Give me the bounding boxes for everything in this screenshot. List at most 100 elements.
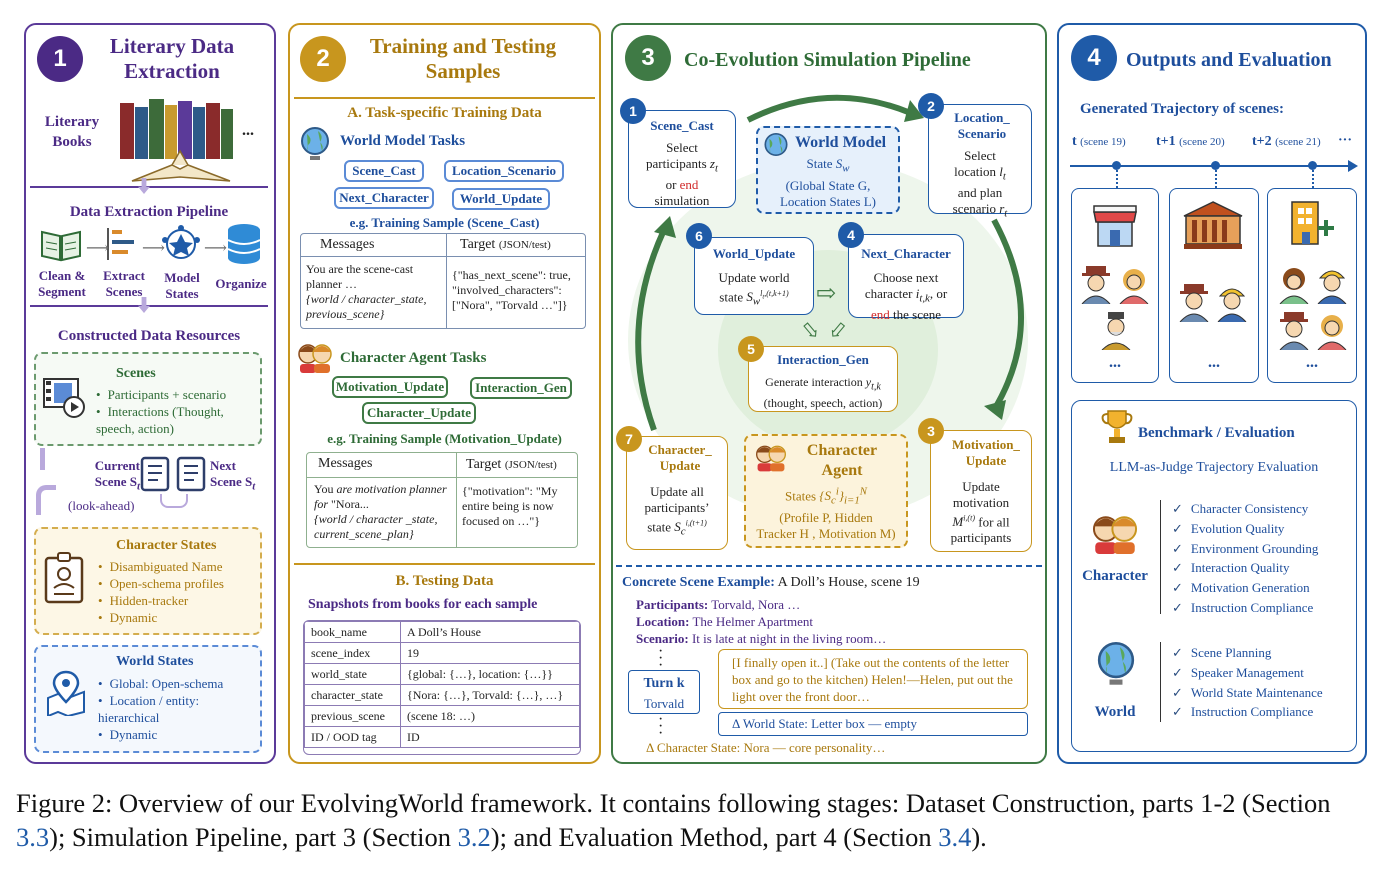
globe-icon <box>764 133 788 157</box>
step-3-line: Update <box>962 479 1000 494</box>
step-1-title: Scene_Cast <box>650 118 714 133</box>
sample-2-message-c: "Nora... <box>328 497 369 511</box>
character-eval-item: Interaction Quality <box>1172 558 1318 578</box>
step-organize: Organize <box>215 276 267 291</box>
step-1-line: simulation <box>654 192 710 208</box>
step-4-line-2: character it,k, or <box>864 286 948 305</box>
sample-1-target: {"has_next_scene": true, "involved_chara… <box>452 268 571 312</box>
trophy-icon <box>1101 410 1133 443</box>
arrow-right-icon: ⇨ <box>816 281 837 307</box>
scene-card-ellipsis: ... <box>1208 354 1220 371</box>
tag-character-update: Character_Update <box>362 402 476 424</box>
globe-icon <box>1097 642 1135 685</box>
character-eval-item: Motivation Generation <box>1172 578 1318 598</box>
lookahead-arrow-icon <box>36 485 56 515</box>
character-agents-icon <box>756 445 786 472</box>
step-location-scenario <box>928 104 1032 214</box>
world-model-line: Location States L) <box>779 194 877 209</box>
old-man-avatar-icon <box>1101 312 1131 350</box>
world-eval-list: Scene Planning Speaker Management World … <box>1172 643 1323 722</box>
sample-1-message: You are the scene-cast planner …{world /… <box>306 262 444 322</box>
character-agent-title: Character Agent <box>806 442 878 479</box>
scenario-value: It is late at night in the living room… <box>691 631 887 646</box>
step-4-number: 4 <box>838 222 864 248</box>
sample-2-divider-h <box>306 477 578 478</box>
testing-table-row: character_state{Nora: {…}, Torvald: {…},… <box>304 684 580 706</box>
timeline-connector <box>1215 170 1217 188</box>
panel-3-title: Co-Evolution Simulation Pipeline <box>684 49 971 71</box>
world-eval-item: Speaker Management <box>1172 663 1323 683</box>
tag-interaction-gen: Interaction_Gen <box>470 377 572 399</box>
world-states-list: Global: Open-schema Location / entity: h… <box>98 675 258 743</box>
turn-character: Torvald <box>643 696 685 711</box>
character-delta-text: Δ Character State: Nora — core personali… <box>646 740 886 755</box>
world-eval-bracket <box>1160 642 1161 722</box>
panel-1-title: Literary Data Extraction <box>109 34 235 84</box>
character-states-item: Disambiguated Name <box>98 558 258 575</box>
next-scene-text: Next Scene S <box>210 458 253 489</box>
panel-training-testing-samples <box>288 23 601 764</box>
scenario-label: Scenario: <box>636 631 689 646</box>
caption-ref[interactable]: 3.4 <box>938 822 972 852</box>
step-5-number: 5 <box>738 336 764 362</box>
character-agent-line: Tracker H , Motivation M) <box>756 526 896 541</box>
tag-next-character: Next_Character <box>334 187 434 209</box>
step-1-desc: Select participants zt or end simulation <box>628 140 736 209</box>
target-header-label: Target <box>460 237 496 252</box>
sample-1-divider-h <box>300 256 586 257</box>
character-states-title: Character States <box>116 538 217 553</box>
character-eval-item: Environment Grounding <box>1172 539 1318 559</box>
step-extract-scenes: Extract Scenes <box>103 268 145 299</box>
caption-text: ). <box>971 822 987 852</box>
character-states-item: Open-schema profiles <box>98 575 258 592</box>
timeline-label-t: t (scene 19) <box>1072 134 1126 150</box>
step-2-line-2-text: location <box>954 164 996 179</box>
step-1-line-3: or end <box>628 177 736 193</box>
step-4-line-3-text: the scene <box>889 306 942 322</box>
turn-box <box>628 670 700 714</box>
step-7-line: Update all <box>650 484 704 499</box>
books-icon <box>120 99 233 182</box>
caption-ref[interactable]: 3.3 <box>16 822 50 852</box>
scene-card-t2 <box>1267 188 1357 383</box>
figure-caption: Figure 2: Overview of our EvolvingWorld … <box>16 786 1386 854</box>
character-eval-item: Instruction Compliance <box>1172 598 1318 618</box>
step-3-desc: Update motivation Mi,(t) for all partici… <box>930 479 1032 546</box>
woman-avatar-icon <box>1119 269 1149 304</box>
messages-header: Messages <box>320 237 375 252</box>
panel-4-title: Outputs and Evaluation <box>1126 49 1332 71</box>
pipeline-title: Data Extraction Pipeline <box>69 204 229 220</box>
sample-1-divider-v <box>446 233 447 329</box>
sample-2-message-b: are motivation planner for <box>314 482 447 511</box>
timeline-arrowhead-icon <box>1348 160 1358 172</box>
step-4-line-3: end the scene <box>848 307 964 323</box>
step-2-number: 2 <box>918 93 944 119</box>
world-model-line: (Global State G, <box>785 178 871 193</box>
world-states-item: Global: Open-schema <box>98 675 258 692</box>
step-4-line-2-text: character <box>864 286 913 301</box>
testing-field-name: previous_scene <box>304 705 401 727</box>
step-3-line-3: Mi,(t) for all <box>952 514 1010 530</box>
tag-scene-cast: Scene_Cast <box>344 160 424 182</box>
step-5-line: (thought, speech, action) <box>763 396 883 411</box>
woman-avatar-icon <box>1317 315 1347 350</box>
world-eval-item: Scene Planning <box>1172 643 1323 663</box>
step-2-line-2: location lt <box>954 164 1006 183</box>
caption-ref[interactable]: 3.2 <box>457 822 491 852</box>
timeline-scene: (scene 21) <box>1275 136 1321 148</box>
dialogue-box <box>718 649 1028 709</box>
step-1-line-2: participants zt <box>646 156 718 175</box>
world-delta-text: Δ World State: Letter box — empty <box>732 716 917 731</box>
man-hat-avatar-icon <box>1279 312 1309 350</box>
sample-2-box <box>306 452 578 548</box>
step-clean-segment: Clean & Segment <box>38 268 86 299</box>
testing-field-value: (scene 18: …) <box>400 705 580 727</box>
target-header-suffix: (JSON/test) <box>498 239 551 251</box>
books-ellipsis: ... <box>242 122 254 139</box>
sample-2-message: You are motivation planner for "Nora...{… <box>314 482 454 542</box>
character-eval-item: Evolution Quality <box>1172 519 1318 539</box>
panel-co-evolution-pipeline <box>611 23 1047 764</box>
character-states-item: Dynamic <box>98 609 258 626</box>
step-6-desc: Update world state Swlt,(t,k+1) <box>694 270 814 310</box>
